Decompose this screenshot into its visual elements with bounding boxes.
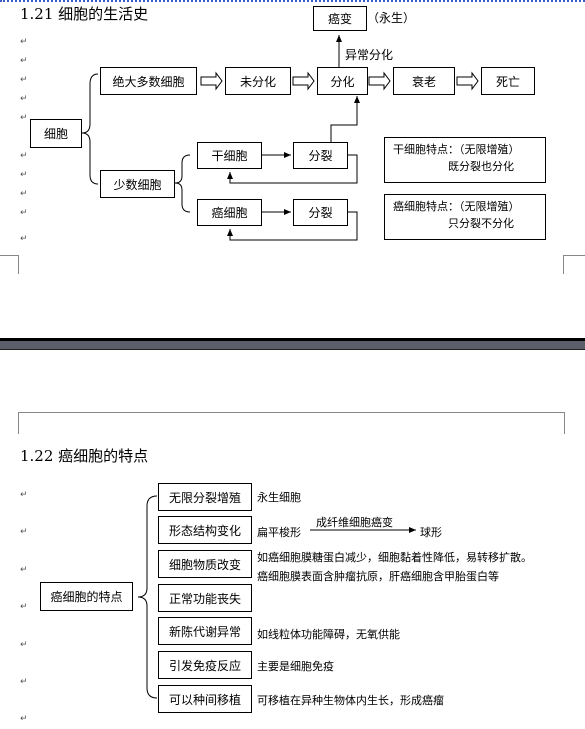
- cancer-note-line2: 只分裂不分化: [448, 217, 514, 230]
- feature-box-4: 正常功能丧失: [158, 584, 252, 612]
- paragraph-mark: ↵: [20, 490, 28, 500]
- differentiate-box: 分化: [317, 67, 368, 95]
- aging-box: 衰老: [393, 67, 455, 95]
- corner-mark-br: [563, 255, 585, 274]
- feature-box-6: 引发免疫反应: [158, 651, 252, 679]
- page-gap-top-border: [0, 338, 585, 341]
- cancer-cell-box: 癌细胞: [197, 199, 262, 226]
- cancer-cell-note: 癌细胞特点：（无限增殖） 只分裂不分化: [384, 194, 546, 240]
- page-gap: [0, 341, 585, 349]
- cell-box: 细胞: [30, 119, 82, 148]
- stem-cell-note: 干细胞特点：（无限增殖） 既分裂也分化: [384, 137, 546, 183]
- division-box-1: 分裂: [293, 142, 348, 169]
- section-title-1-21: 1.21 细胞的生活史: [20, 5, 149, 23]
- paragraph-mark: ↵: [20, 714, 28, 724]
- corner-mark-tl: [0, 412, 19, 434]
- section-title-1-22: 1.22 癌细胞的特点: [20, 447, 149, 465]
- corner-mark-tr: [564, 412, 585, 434]
- stem-note-line2: 既分裂也分化: [448, 160, 514, 173]
- root-box: 癌细胞的特点: [40, 582, 133, 611]
- feature-desc-6: 主要是细胞免疫: [257, 660, 334, 673]
- paragraph-mark: ↵: [20, 75, 28, 85]
- feature-desc-3b: 癌细胞膜表面含肿瘤抗原，肝癌细胞含甲胎蛋白等: [257, 570, 499, 583]
- cancer-change-box: 癌变: [313, 6, 367, 31]
- morphology-target: 球形: [420, 526, 442, 539]
- immortal-label: （永生）: [367, 11, 416, 25]
- feature-desc-5: 如线粒体功能障碍，无氧供能: [257, 628, 400, 641]
- feature-desc-3: 如癌细胞膜糖蛋白减少，细胞黏着性降低，易转移扩散。: [257, 551, 532, 564]
- feature-box-5: 新陈代谢异常: [158, 617, 252, 645]
- stem-note-line1: 干细胞特点：（无限增殖）: [393, 143, 520, 156]
- paragraph-mark: ↵: [20, 113, 28, 123]
- paragraph-mark: ↵: [20, 677, 28, 687]
- paragraph-mark: ↵: [20, 94, 28, 104]
- division-box-2: 分裂: [293, 199, 348, 226]
- paragraph-mark: ↵: [20, 151, 28, 161]
- few-cells-box: 少数细胞: [100, 170, 175, 198]
- corner-mark-bl: [0, 255, 19, 274]
- paragraph-mark: ↵: [20, 189, 28, 199]
- paragraph-mark: ↵: [20, 602, 28, 612]
- paragraph-mark: ↵: [20, 170, 28, 180]
- paragraph-mark: ↵: [20, 565, 28, 575]
- feature-desc-2: 扁平梭形: [257, 526, 301, 539]
- paragraph-mark: ↵: [20, 234, 28, 244]
- paragraph-mark: ↵: [20, 37, 28, 47]
- feature-box-2: 形态结构变化: [158, 516, 252, 544]
- paragraph-mark: ↵: [20, 208, 28, 218]
- death-box: 死亡: [481, 67, 535, 95]
- paragraph-mark: ↵: [20, 527, 28, 537]
- undifferentiated-box: 未分化: [225, 67, 291, 95]
- page-gap-bottom-border: [0, 349, 585, 350]
- feature-desc-1: 永生细胞: [257, 491, 301, 504]
- top-ruler: [0, 0, 585, 8]
- paragraph-mark: ↵: [20, 56, 28, 66]
- feature-box-1: 无限分裂增殖: [158, 483, 252, 511]
- majority-cells-box: 绝大多数细胞: [100, 67, 197, 95]
- feature-box-7: 可以种间移植: [158, 685, 252, 713]
- feature-box-3: 细胞物质改变: [158, 550, 252, 578]
- cancer-note-line1: 癌细胞特点：（无限增殖）: [393, 200, 520, 213]
- abnormal-diff-label: 异常分化: [345, 48, 394, 62]
- feature-desc-7: 可移植在异种生物体内生长，形成癌瘤: [257, 694, 444, 707]
- morphology-arrow-label: 成纤维细胞癌变: [316, 516, 393, 529]
- header-line: [18, 412, 564, 413]
- stem-cell-box: 干细胞: [197, 142, 262, 169]
- paragraph-mark: ↵: [20, 640, 28, 650]
